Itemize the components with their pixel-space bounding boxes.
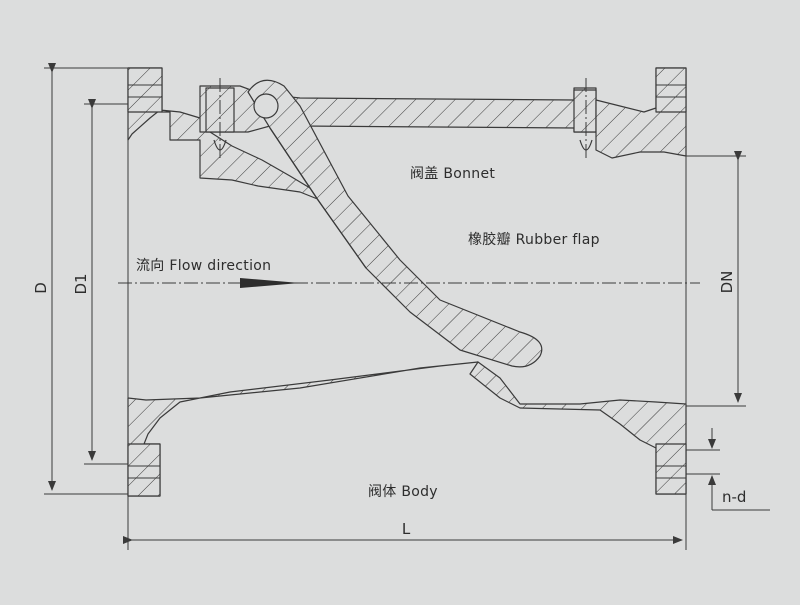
rubber-flap (247, 79, 543, 368)
dim-n-d-label: n-d (722, 488, 746, 506)
dim-D1-label: D1 (72, 273, 90, 294)
dim-D-label: D (32, 282, 50, 294)
body-lower-left (127, 361, 479, 497)
dimension-DN (686, 151, 746, 407)
flow-direction-label: 流向 Flow direction (136, 258, 271, 274)
flow-arrow (240, 278, 300, 288)
bonnet-label: 阀盖 Bonnet (410, 166, 495, 182)
dim-L-label: L (402, 520, 411, 538)
body-lower-right (469, 361, 687, 495)
dimension-D1 (84, 99, 128, 465)
dimension-n-d (686, 428, 770, 511)
rubber-flap-label: 橡胶瓣 Rubber flap (468, 231, 600, 248)
dim-DN-label: DN (718, 271, 736, 294)
body-label: 阀体 Body (368, 484, 438, 500)
dimension-D (44, 63, 128, 495)
dimension-L (123, 494, 687, 550)
body-upper-right (595, 67, 687, 159)
